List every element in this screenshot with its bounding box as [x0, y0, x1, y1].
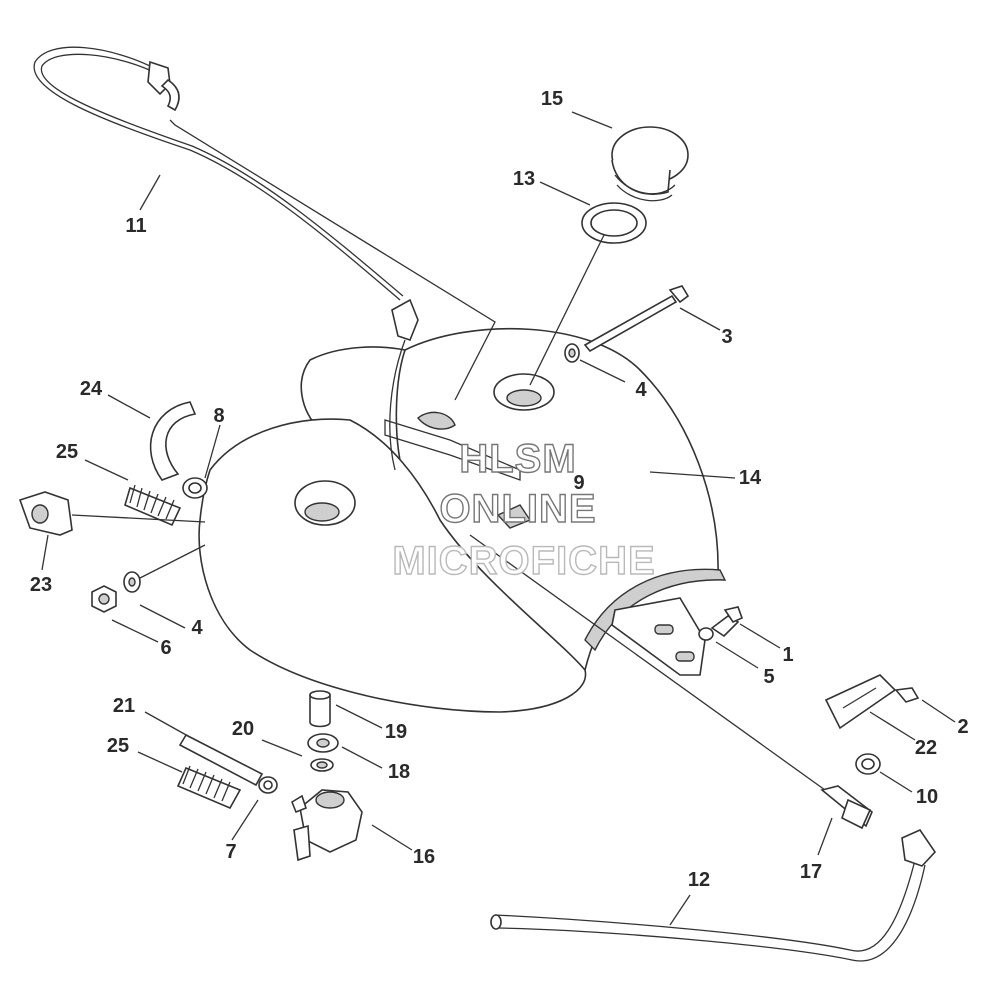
label-18: 18: [388, 761, 410, 783]
label-2: 2: [957, 716, 968, 738]
label-25-bottom: 25: [107, 735, 129, 757]
label-1: 1: [782, 644, 793, 666]
watermark-line-1: HLSM: [459, 437, 576, 481]
bracket-23: [18, 491, 73, 536]
label-4-left: 4: [191, 617, 203, 639]
inline-filter-17: [820, 785, 873, 830]
label-9: 9: [573, 472, 584, 494]
label-22: 22: [915, 737, 937, 759]
label-24: 24: [80, 378, 103, 400]
label-19: 19: [385, 721, 407, 743]
label-21: 21: [113, 695, 135, 717]
vent-line-11: [33, 46, 496, 471]
label-8: 8: [213, 405, 224, 427]
washer-4-top: [564, 343, 580, 363]
hose-21: [178, 733, 264, 787]
part-labels: 15 13 11 3 4 24 8 25 14 9 23 4 6 1 5 21 …: [30, 88, 969, 891]
label-12: 12: [688, 869, 710, 891]
label-15: 15: [541, 88, 563, 110]
petcock-16: [291, 789, 363, 862]
label-5: 5: [763, 666, 774, 688]
hose-24: [149, 401, 197, 481]
spring-25-top: [124, 484, 182, 527]
plate-22: [824, 674, 920, 730]
label-20: 20: [232, 718, 254, 740]
spring-25-bottom: [176, 765, 242, 810]
label-16: 16: [413, 846, 435, 868]
washer-20: [310, 758, 334, 772]
watermark-line-2: ONLINE: [439, 487, 596, 531]
label-6: 6: [160, 637, 171, 659]
label-11: 11: [125, 215, 146, 237]
bolt-1: [710, 606, 744, 638]
label-25-top: 25: [56, 441, 78, 463]
nut-6: [91, 585, 117, 613]
label-3: 3: [721, 326, 732, 348]
label-23: 23: [30, 574, 52, 596]
label-17: 17: [800, 861, 822, 883]
filter-19: [309, 690, 331, 728]
clamp-8: [182, 477, 208, 499]
bolt-3: [583, 285, 690, 353]
fuel-cap-15: [611, 126, 689, 202]
washer-5: [698, 627, 714, 641]
watermark: HLSM ONLINE MICROFICHE: [392, 436, 656, 583]
label-10: 10: [916, 786, 938, 808]
clamp-10: [855, 753, 881, 775]
label-14: 14: [739, 467, 762, 489]
gasket-13: [581, 202, 647, 244]
label-4-top: 4: [635, 379, 647, 401]
fuel-tank: [198, 327, 727, 713]
leader-lines: [41, 111, 956, 926]
clamp-7: [258, 776, 278, 794]
label-13: 13: [513, 168, 535, 190]
fuel-line-12: [490, 828, 937, 962]
washer-4-left: [123, 571, 141, 593]
label-7: 7: [225, 841, 236, 863]
nut-18: [307, 733, 339, 753]
watermark-line-3: MICROFICHE: [392, 539, 655, 583]
